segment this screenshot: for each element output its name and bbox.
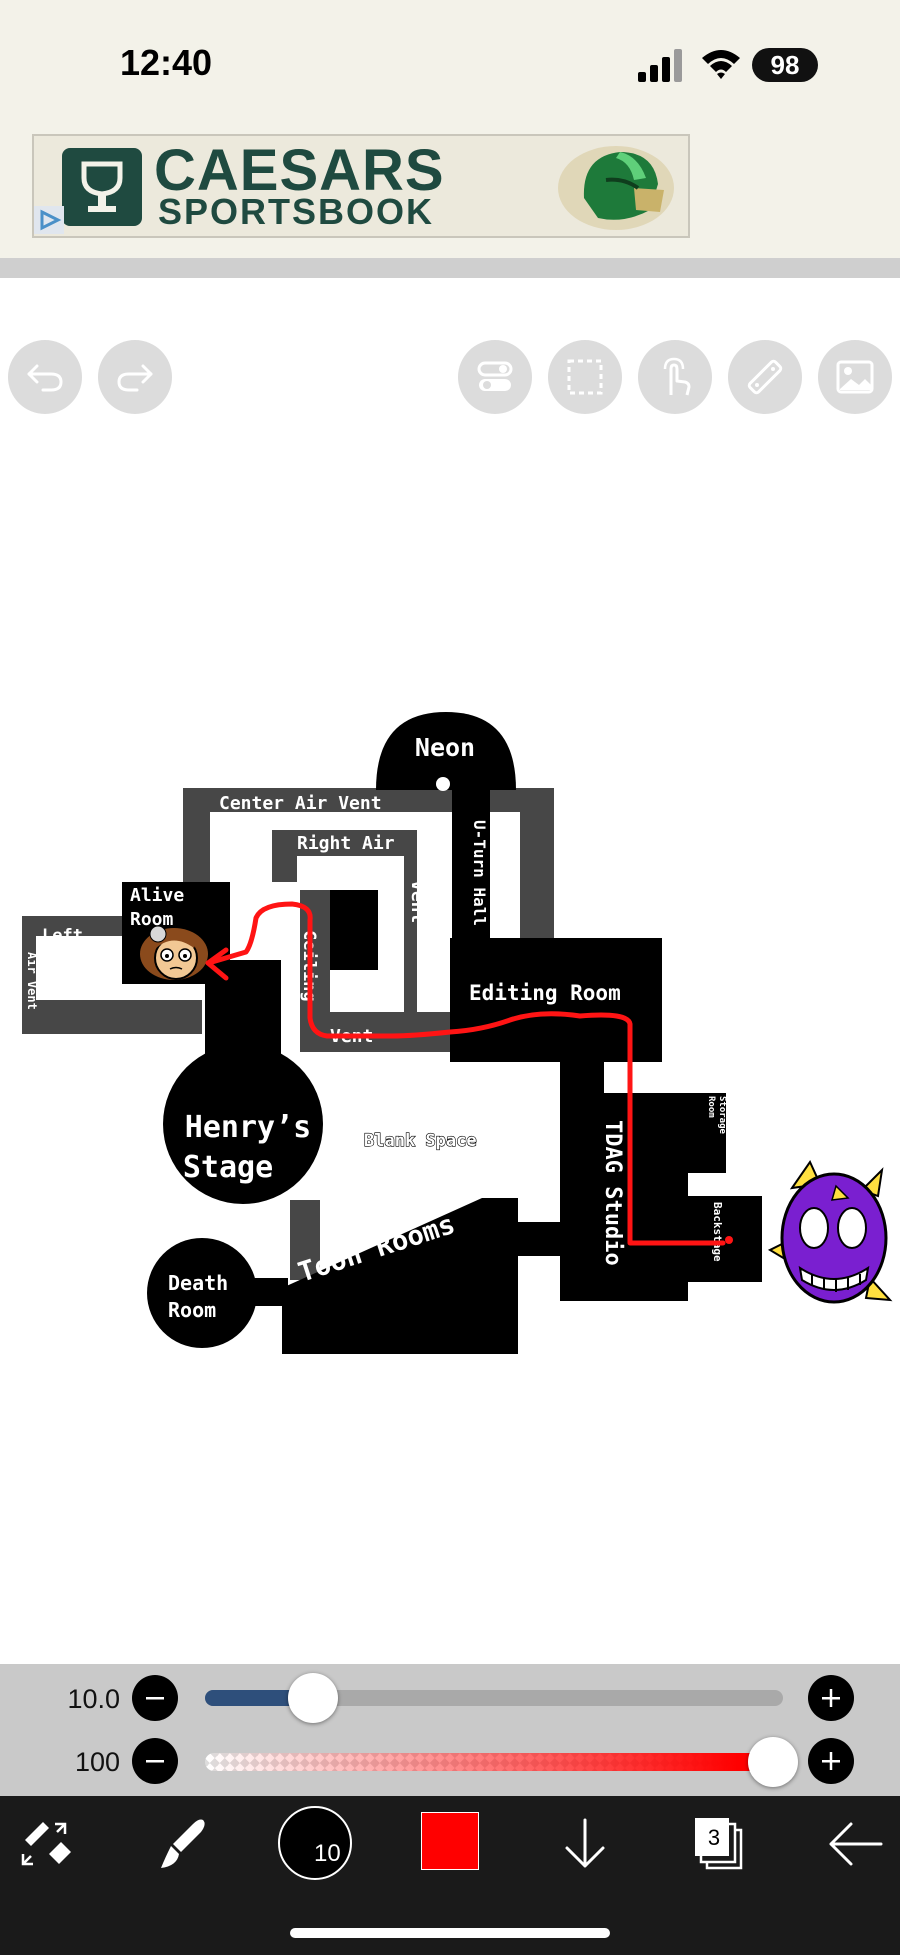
layer-down-button[interactable] (550, 1808, 620, 1880)
opacity-slider-fill (205, 1753, 783, 1771)
brush-size-slider-knob[interactable] (287, 1673, 338, 1723)
battery-indicator: 98 (752, 48, 818, 82)
route-path (205, 901, 733, 1246)
selection-button[interactable] (548, 340, 622, 414)
map-label-editing-room: Editing Room (469, 981, 621, 1005)
caesars-logo-icon (62, 148, 142, 226)
wifi-icon (702, 50, 740, 79)
settings-toggle-button[interactable] (458, 340, 532, 414)
map-label-storage-room: Room (706, 1096, 716, 1118)
toolbar-divider (0, 258, 900, 278)
arrow-left-icon (829, 1822, 883, 1866)
ruler-icon (747, 359, 783, 395)
map-label-neon: Neon (415, 733, 475, 762)
opacity-slider-knob[interactable] (748, 1737, 798, 1787)
plus-icon (822, 1689, 840, 1707)
undo-icon (27, 364, 63, 392)
rooms (122, 712, 762, 1354)
redo-icon (117, 364, 153, 392)
minus-icon (146, 1697, 164, 1700)
undo-button[interactable] (8, 340, 82, 414)
football-helmet-icon (558, 146, 674, 230)
map-label-backstage: Backstage (711, 1202, 724, 1262)
brush-size-value: 10.0 (67, 1684, 120, 1714)
map-label-blank-space: Blank Space (364, 1131, 477, 1151)
color-picker-button[interactable] (421, 1812, 479, 1870)
map-label-death: Death (168, 1271, 228, 1295)
map-label-right-air: Right Air (297, 833, 395, 854)
map-label-left: Left (42, 926, 83, 946)
ad-banner[interactable]: CAESARS SPORTSBOOK (32, 134, 690, 238)
opacity-value: 100 (74, 1747, 120, 1777)
arrow-down-icon (565, 1818, 605, 1868)
layers-count: 3 (707, 1825, 721, 1850)
layers-button[interactable] (682, 1808, 752, 1880)
brush-size-decrease-button[interactable] (132, 1675, 178, 1721)
brush-size-button[interactable] (278, 1806, 352, 1880)
opacity-slider[interactable] (205, 1753, 783, 1771)
ad-brand-text: CAESARS (154, 138, 445, 203)
brush-tool-button[interactable] (146, 1808, 216, 1880)
transform-tool-icon (21, 1822, 71, 1866)
layers-icon (695, 1818, 743, 1870)
character-avatar (140, 925, 208, 980)
map-label-u-turn-hall: U-Turn Hall (470, 820, 489, 926)
ad-subtitle-text: SPORTSBOOK (158, 191, 435, 232)
toggle-icon (477, 361, 513, 391)
map-label-storage: Storage (717, 1096, 727, 1135)
purple-monster (767, 1159, 893, 1304)
transform-tool-button[interactable] (10, 1808, 80, 1880)
paintbrush-icon (161, 1819, 205, 1868)
image-button[interactable] (818, 340, 892, 414)
plus-icon (822, 1752, 840, 1770)
touch-icon (663, 357, 691, 396)
opacity-decrease-button[interactable] (132, 1738, 178, 1784)
status-bar (0, 0, 900, 128)
home-indicator (290, 1928, 610, 1938)
opacity-increase-button[interactable] (808, 1738, 854, 1784)
map-label-tdag-studio: TDAG Studio (600, 1120, 625, 1266)
ruler-button[interactable] (728, 340, 802, 414)
brush-size-slider-fill (205, 1690, 307, 1706)
brush-size-increase-button[interactable] (808, 1675, 854, 1721)
selection-icon (567, 359, 603, 395)
map-label-alive: Alive (130, 885, 184, 906)
back-button[interactable] (820, 1808, 890, 1880)
air-vents (22, 788, 554, 1280)
minus-icon (146, 1760, 164, 1763)
neon-door (436, 777, 450, 791)
map-label-air-vent: Air Vent (25, 952, 39, 1010)
brush-size-badge: 10 (314, 1840, 341, 1867)
adchoices-icon[interactable] (34, 206, 64, 234)
redo-button[interactable] (98, 340, 172, 414)
map-label-alive-room: Room (130, 909, 174, 930)
brush-size-slider[interactable] (205, 1690, 783, 1706)
status-time: 12:40 (120, 42, 213, 83)
touch-button[interactable] (638, 340, 712, 414)
map-label-vent-vertical: Vent (407, 880, 428, 923)
map-label-death-room: Room (168, 1298, 216, 1322)
map-label-stage: Stage (183, 1150, 273, 1185)
cellular-signal-icon (638, 49, 682, 82)
map-label-henrys: Henry’s (185, 1110, 311, 1145)
image-icon (836, 360, 874, 394)
map-label-center-air-vent: Center Air Vent (219, 793, 382, 814)
